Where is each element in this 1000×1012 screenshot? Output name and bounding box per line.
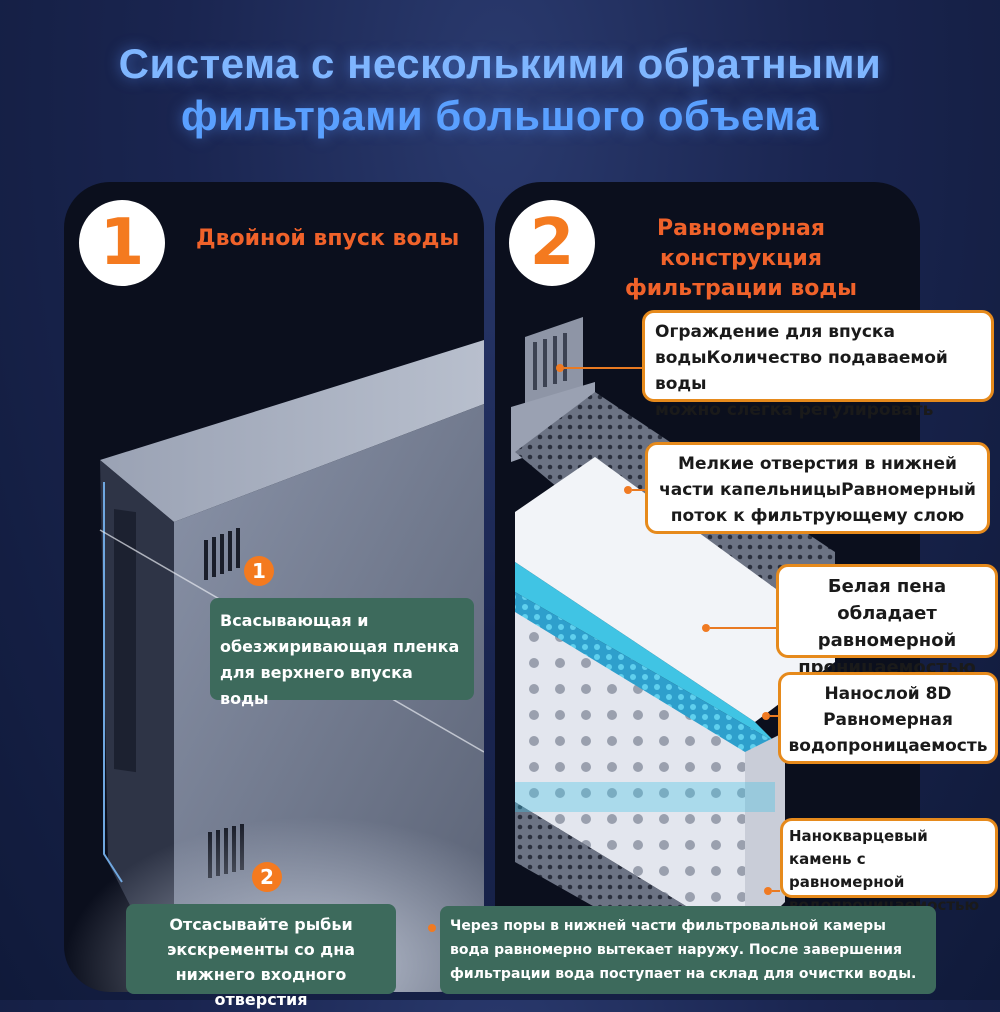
callout-line-text: водыКоличество подаваемой воды bbox=[655, 348, 948, 394]
callout-dot bbox=[702, 624, 710, 632]
callout-drip-holes: Мелкие отверстия в нижней части капельни… bbox=[645, 442, 990, 534]
callout-line-text: водопроницаемость bbox=[788, 736, 988, 756]
lower-note-line: экскременты со дна bbox=[166, 940, 356, 959]
callout-line bbox=[770, 715, 778, 717]
callout-line-text: можно слегка регулировать bbox=[655, 400, 934, 420]
upper-inlet-badge: 1 bbox=[244, 556, 274, 586]
callout-line bbox=[772, 890, 780, 892]
lower-inlet-note: Отсасывайте рыбьи экскременты со дна ниж… bbox=[126, 904, 396, 1009]
panel1-title: Двойной впуск воды bbox=[196, 226, 460, 251]
lower-note-line: Отсасывайте рыбьи bbox=[169, 915, 353, 934]
callout-line-text: Равномерная bbox=[823, 710, 953, 730]
outlet-note-line: фильтрации вода поступает на склад для о… bbox=[450, 966, 917, 982]
panel2-title-line: Равномерная конструкция bbox=[656, 216, 826, 271]
callout-line-text: поток к фильтрующему слою bbox=[670, 506, 965, 526]
callout-line-text: равномерной bbox=[817, 630, 957, 651]
callout-quartz-stone: Нанокварцевый камень с равномерной водоп… bbox=[780, 818, 998, 914]
white-foam-layer bbox=[515, 457, 835, 722]
step-number-1: 1 bbox=[79, 200, 165, 286]
callout-dot bbox=[556, 364, 564, 372]
title-line-1: Система с несколькими обратными bbox=[118, 40, 882, 87]
callout-line-text: Белая пена обладает bbox=[827, 576, 947, 624]
callout-line-text: части капельницыРавномерный bbox=[659, 480, 976, 500]
outlet-note-line: вода равномерно вытекает наружу. После з… bbox=[450, 942, 902, 958]
callout-line-text: равномерной bbox=[789, 873, 905, 891]
callout-dot bbox=[764, 887, 772, 895]
outlet-flow-note: Через поры в нижней части фильтровальной… bbox=[440, 906, 936, 994]
callout-line bbox=[564, 367, 642, 369]
filter-lid-top bbox=[100, 340, 484, 522]
callout-white-foam: Белая пена обладает равномерной проницае… bbox=[776, 564, 998, 678]
panel-double-water-inlet: 1 Двойной впуск воды 1 2 Всасывающая и о… bbox=[64, 182, 484, 992]
callout-line bbox=[632, 489, 646, 491]
panel2-title-line: фильтрации воды bbox=[624, 276, 858, 301]
upper-inlet-note: Всасывающая и обезжиривающая пленка для … bbox=[210, 598, 474, 708]
page-title: Система с несколькими обратными фильтрам… bbox=[0, 38, 1000, 142]
callout-inlet-guard: Ограждение для впуска водыКоличество под… bbox=[642, 310, 994, 420]
title-line-2: фильтрами большого объема bbox=[180, 92, 820, 139]
callout-dot bbox=[624, 486, 632, 494]
callout-line bbox=[710, 627, 776, 629]
step-number-2: 2 bbox=[509, 200, 595, 286]
panel2-title: Равномерная конструкция фильтрации воды bbox=[591, 214, 891, 304]
callout-dot bbox=[762, 712, 770, 720]
lower-inlet-badge: 2 bbox=[252, 862, 282, 892]
callout-nano-layer: Нанослой 8D Равномерная водопроницаемост… bbox=[778, 672, 998, 764]
blue-nano-layer bbox=[515, 562, 775, 742]
callout-line-text: Мелкие отверстия в нижней bbox=[678, 454, 957, 474]
callout-line-text: Нанослой 8D bbox=[824, 684, 952, 704]
upper-note-line: для верхнего впуска воды bbox=[220, 663, 413, 708]
lower-note-line: нижнего входного отверстия bbox=[175, 965, 347, 1009]
callout-line-text: Нанокварцевый камень с bbox=[789, 827, 928, 868]
callout-line-text: Ограждение для впуска bbox=[655, 322, 895, 342]
outlet-note-line: Через поры в нижней части фильтровальной… bbox=[450, 918, 886, 934]
outlet-dot bbox=[428, 924, 436, 932]
upper-note-line: Всасывающая и bbox=[220, 611, 369, 630]
quartz-stone-block bbox=[515, 612, 745, 942]
upper-note-line: обезжиривающая пленка bbox=[220, 637, 460, 656]
